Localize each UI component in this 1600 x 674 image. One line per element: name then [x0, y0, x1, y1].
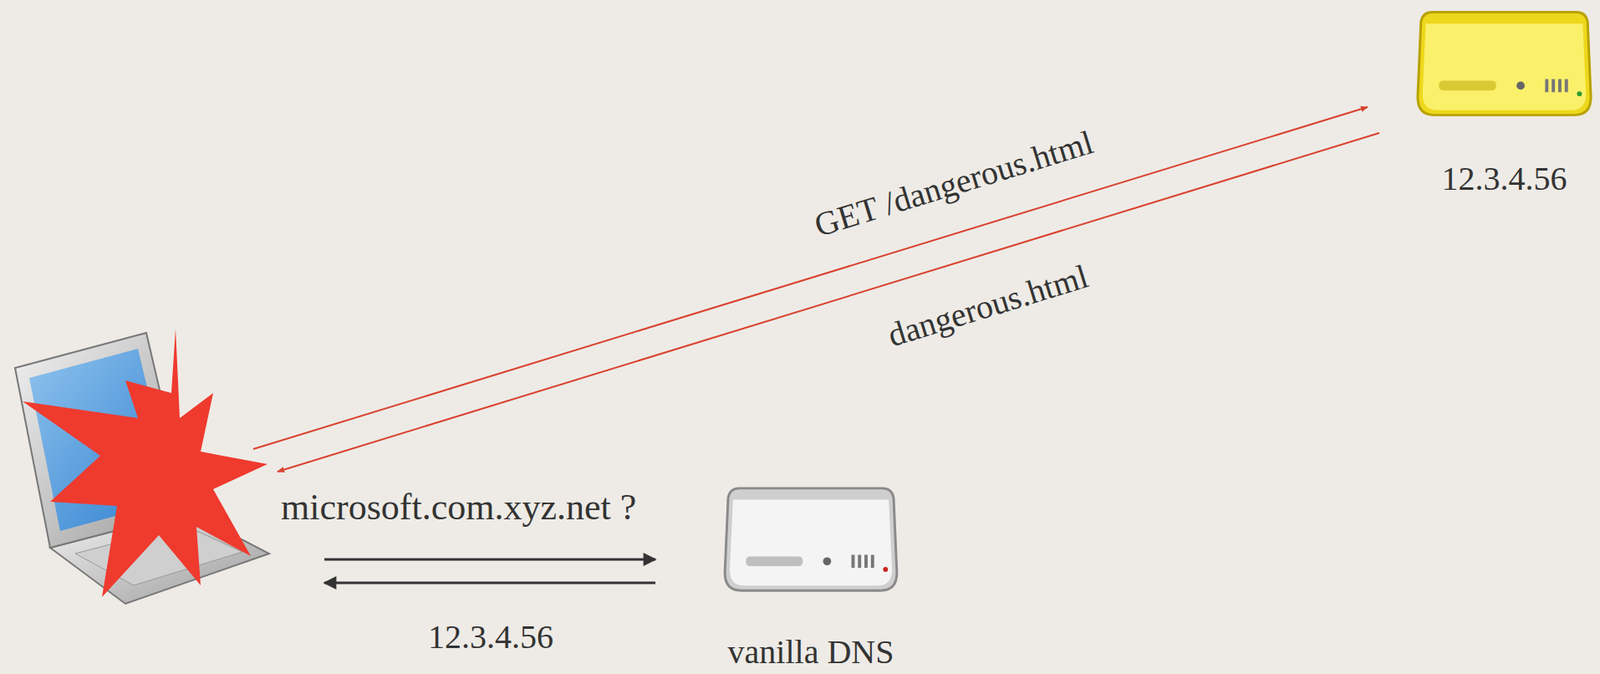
- server-icon: [714, 484, 908, 596]
- server-node: vanilla DNS: [714, 484, 908, 596]
- server-node: 12.3.4.56: [1414, 8, 1595, 121]
- dns-answer-label: 12.3.4.56: [428, 618, 554, 656]
- server-label: vanilla DNS: [728, 633, 895, 671]
- server-label: 12.3.4.56: [1442, 160, 1568, 198]
- http-request-arrow: [253, 107, 1368, 449]
- dns-reply-arrow: [324, 581, 656, 585]
- response-label: dangerous.html: [883, 258, 1093, 355]
- dns-query-arrow: [324, 558, 656, 561]
- server-icon: [1414, 8, 1595, 121]
- http-response-arrow: [277, 132, 1380, 472]
- request-label: GET /dangerous.html: [810, 123, 1098, 244]
- dns-query-label: microsoft.com.xyz.net ?: [280, 487, 637, 528]
- explosion-burst: [22, 328, 268, 597]
